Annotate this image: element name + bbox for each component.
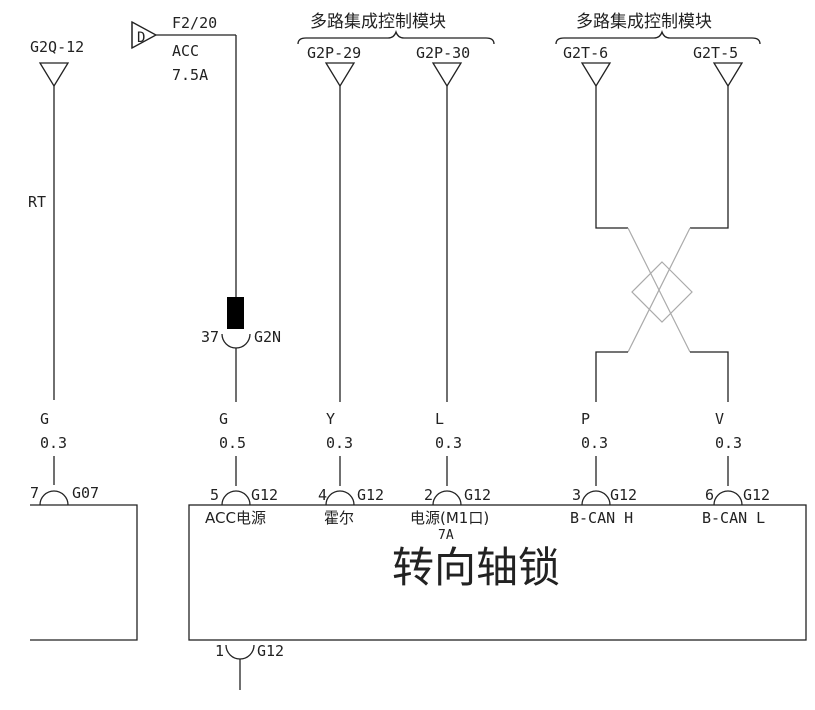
func-1: ACC电源 xyxy=(205,509,266,527)
func-5: B-CAN L xyxy=(702,509,765,527)
pin-g2t-6: G2T-6 xyxy=(563,44,608,62)
splice-block xyxy=(227,297,244,329)
wire-2-size: 0.3 xyxy=(326,434,353,452)
wire-5-size: 0.3 xyxy=(715,434,742,452)
terminal-g2p-30 xyxy=(431,62,463,88)
conn-symbol-1 xyxy=(221,490,251,506)
conn-symbol-5 xyxy=(713,490,743,506)
fuse-acc: ACC xyxy=(172,42,199,60)
func-3-sub: 7A xyxy=(438,528,454,543)
fuse-rating: 7.5A xyxy=(172,66,208,84)
conn-symbol-3 xyxy=(432,490,462,506)
conn-symbol-4 xyxy=(581,490,611,506)
left-component-box xyxy=(30,504,138,641)
splice-pin: 37 xyxy=(201,328,219,346)
left-wire-color: G xyxy=(40,410,49,428)
wire-1-size: 0.5 xyxy=(219,434,246,452)
module-title-right: 多路集成控制模块 xyxy=(576,12,712,32)
func-3: 电源(M1口) xyxy=(410,509,489,527)
module-title-left: 多路集成控制模块 xyxy=(310,12,446,32)
terminal-g2t-6 xyxy=(580,62,612,88)
conn-symbol-2 xyxy=(325,490,355,506)
component-box xyxy=(188,504,807,641)
component-name: 转向轴锁 xyxy=(392,543,560,592)
left-connector-symbol xyxy=(39,490,69,506)
conn-5: G12 xyxy=(743,486,770,504)
terminal-g2p-29 xyxy=(324,62,356,88)
fuse-id: F2/20 xyxy=(172,14,217,32)
can-l-lower xyxy=(690,351,729,402)
ground-pin: 1 xyxy=(215,642,224,660)
pin-2: 4 xyxy=(318,486,327,504)
conn-1: G12 xyxy=(251,486,278,504)
ground-conn: G12 xyxy=(257,642,284,660)
fuse-letter: D xyxy=(137,30,145,46)
left-connector-label: G2Q-12 xyxy=(30,38,84,56)
left-wire-size: 0.3 xyxy=(40,434,67,452)
can-h-upper xyxy=(595,86,628,229)
conn-4: G12 xyxy=(610,486,637,504)
left-pin: 7 xyxy=(30,484,39,502)
module-bracket-left xyxy=(297,29,495,45)
terminal-g2t-5 xyxy=(712,62,744,88)
wire-3-color: L xyxy=(435,410,444,428)
pin-g2p-30: G2P-30 xyxy=(416,44,470,62)
wire-5-color: V xyxy=(715,410,724,428)
wire-1-color: G xyxy=(219,410,228,428)
conn-3: G12 xyxy=(464,486,491,504)
fuse-terminal xyxy=(131,20,158,50)
wire-2-color: Y xyxy=(326,410,335,428)
left-partial-label: RT xyxy=(28,193,46,211)
can-twist-diamond xyxy=(631,261,693,323)
splice-connector-symbol xyxy=(221,333,251,349)
wire-4-color: P xyxy=(581,410,590,428)
ground-connector-symbol xyxy=(225,644,255,660)
module-bracket-right xyxy=(555,29,761,45)
left-conn: G07 xyxy=(72,484,99,502)
pin-g2p-29: G2P-29 xyxy=(307,44,361,62)
can-h-lower xyxy=(595,351,628,402)
splice-conn: G2N xyxy=(254,328,281,346)
conn-2: G12 xyxy=(357,486,384,504)
left-connector-terminal xyxy=(38,62,70,88)
func-4: B-CAN H xyxy=(570,509,633,527)
wire-4-size: 0.3 xyxy=(581,434,608,452)
pin-5: 6 xyxy=(705,486,714,504)
can-l-upper xyxy=(690,86,729,229)
wire-3-size: 0.3 xyxy=(435,434,462,452)
pin-g2t-5: G2T-5 xyxy=(693,44,738,62)
pin-1: 5 xyxy=(210,486,219,504)
func-2: 霍尔 xyxy=(324,509,354,527)
pin-3: 2 xyxy=(424,486,433,504)
pin-4: 3 xyxy=(572,486,581,504)
can-twist-b xyxy=(627,227,691,353)
